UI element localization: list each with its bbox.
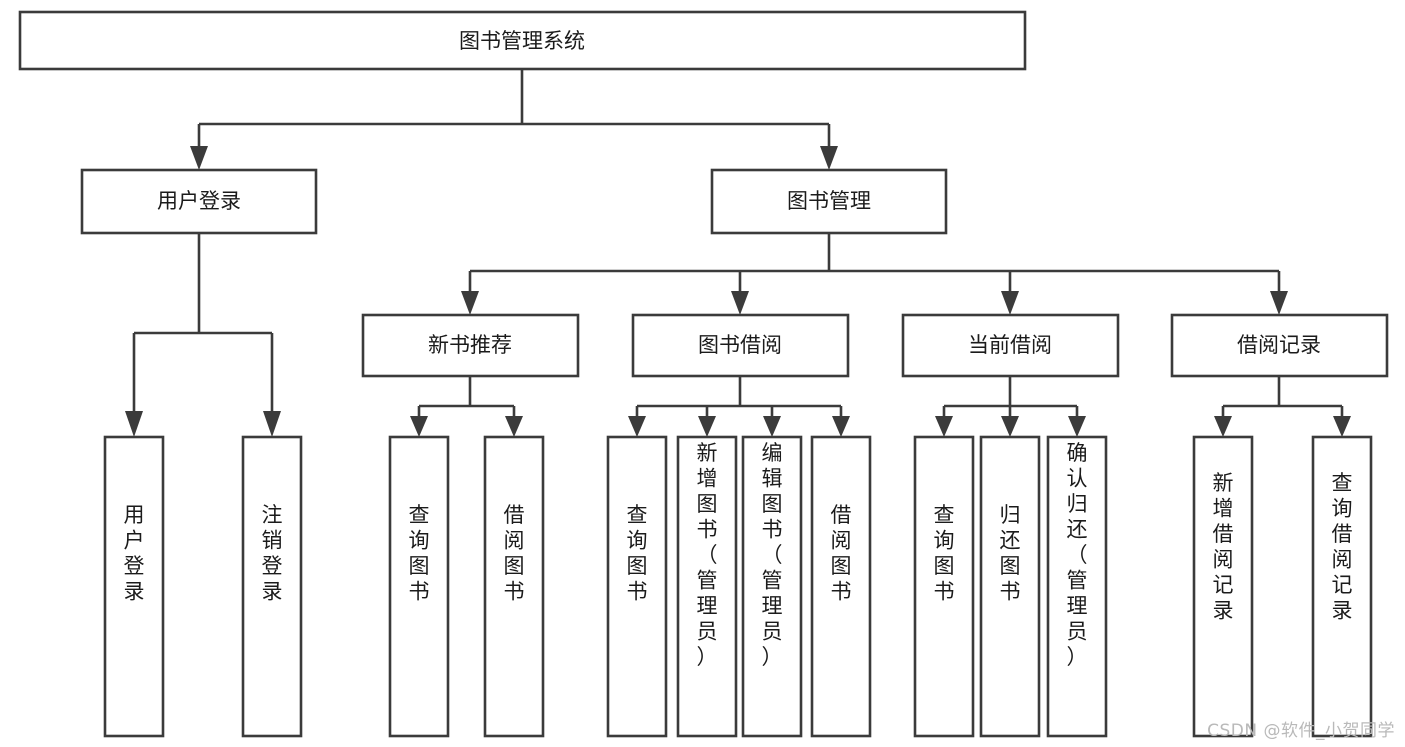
csdn-watermark: CSDN @软件_小贺同学 — [1207, 721, 1395, 741]
arrow-to-leaf-borrow-book-1 — [505, 416, 523, 437]
arrow-to-book-borrow — [731, 291, 749, 315]
edge-newbook-bus — [417, 376, 516, 416]
node-leaf-confirm-return-label: 确认归还（管理员） — [1067, 441, 1088, 669]
edge-root-bus — [197, 69, 831, 146]
node-leaf-edit-book[interactable]: 编辑图书（管理员） — [741, 435, 803, 738]
arrowheads-layer — [125, 146, 1351, 437]
node-book-manage-label: 图书管理 — [787, 189, 871, 213]
node-leaf-query-record-label: 查询借阅记录 — [1332, 471, 1353, 623]
node-user-login-label: 用户登录 — [157, 189, 241, 213]
node-book-borrow-label: 图书借阅 — [698, 333, 782, 357]
arrow-to-leaf-confirm-return — [1068, 416, 1086, 437]
node-user-login[interactable]: 用户登录 — [80, 168, 318, 235]
node-current-borrow[interactable]: 当前借阅 — [901, 313, 1120, 378]
arrow-to-leaf-query-book-2 — [628, 416, 646, 437]
node-leaf-query-book-1[interactable]: 查询图书 — [388, 435, 450, 738]
arrow-to-leaf-add-record — [1214, 416, 1232, 437]
node-leaf-query-book-1-label: 查询图书 — [409, 503, 430, 604]
node-leaf-borrow-book-2-label: 借阅图书 — [831, 503, 852, 604]
node-leaf-query-book-3[interactable]: 查询图书 — [913, 435, 975, 738]
node-root[interactable]: 图书管理系统 — [18, 10, 1027, 71]
node-leaf-return-book-label: 归还图书 — [1000, 503, 1021, 604]
node-book-borrow[interactable]: 图书借阅 — [631, 313, 850, 378]
arrow-to-leaf-query-book-1 — [410, 416, 428, 437]
node-new-book-rec-label: 新书推荐 — [428, 333, 512, 357]
arrow-to-current-borrow — [1001, 291, 1019, 315]
node-leaf-logout-label: 注销登录 — [262, 503, 283, 604]
node-leaf-query-book-3-label: 查询图书 — [934, 503, 955, 604]
node-leaf-borrow-book-2[interactable]: 借阅图书 — [810, 435, 872, 738]
node-new-book-rec[interactable]: 新书推荐 — [361, 313, 580, 378]
node-leaf-query-book-2[interactable]: 查询图书 — [606, 435, 668, 738]
node-leaf-add-record-label: 新增借阅记录 — [1213, 471, 1234, 623]
node-leaf-borrow-book-1[interactable]: 借阅图书 — [483, 435, 545, 738]
node-leaf-borrow-book-1-label: 借阅图书 — [504, 503, 525, 604]
node-leaf-query-book-2-label: 查询图书 — [627, 503, 648, 604]
edge-userlogin-bus — [132, 233, 274, 411]
edge-bookmanage-bus — [468, 233, 1281, 291]
node-root-label: 图书管理系统 — [459, 29, 585, 53]
node-leaf-user-login-label: 用户登录 — [124, 503, 145, 604]
node-leaf-add-book[interactable]: 新增图书（管理员） — [676, 435, 738, 738]
edge-borrowrecord-bus — [1221, 376, 1344, 416]
node-current-borrow-label: 当前借阅 — [968, 333, 1052, 357]
arrow-to-leaf-borrow-book-2 — [832, 416, 850, 437]
node-leaf-edit-book-label: 编辑图书（管理员） — [762, 441, 783, 669]
arrow-to-leaf-return-book — [1001, 416, 1019, 437]
node-borrow-record-label: 借阅记录 — [1237, 333, 1321, 357]
arrow-to-new-book-rec — [461, 291, 479, 315]
node-borrow-record[interactable]: 借阅记录 — [1170, 313, 1389, 378]
edge-currentborrow-bus — [942, 376, 1079, 416]
edges-layer — [132, 69, 1344, 416]
arrow-to-borrow-record — [1270, 291, 1288, 315]
node-leaf-user-login[interactable]: 用户登录 — [103, 435, 165, 738]
arrow-to-leaf-query-record — [1333, 416, 1351, 437]
node-leaf-confirm-return[interactable]: 确认归还（管理员） — [1046, 435, 1108, 738]
arrow-to-book-manage — [820, 146, 838, 170]
arrow-to-leaf-query-book-3 — [935, 416, 953, 437]
node-leaf-add-record[interactable]: 新增借阅记录 — [1192, 435, 1254, 738]
arrow-to-leaf-logout — [263, 411, 281, 437]
node-leaf-add-book-label: 新增图书（管理员） — [697, 441, 718, 669]
node-leaf-logout[interactable]: 注销登录 — [241, 435, 303, 738]
node-leaf-return-book[interactable]: 归还图书 — [979, 435, 1041, 738]
arrow-to-leaf-user-login — [125, 411, 143, 437]
node-leaf-query-record[interactable]: 查询借阅记录 — [1311, 435, 1373, 738]
arrow-to-user-login — [190, 146, 208, 170]
edge-bookborrow-bus — [635, 376, 843, 416]
node-book-manage[interactable]: 图书管理 — [710, 168, 948, 235]
arrow-to-leaf-add-book — [698, 416, 716, 437]
arrow-to-leaf-edit-book — [763, 416, 781, 437]
